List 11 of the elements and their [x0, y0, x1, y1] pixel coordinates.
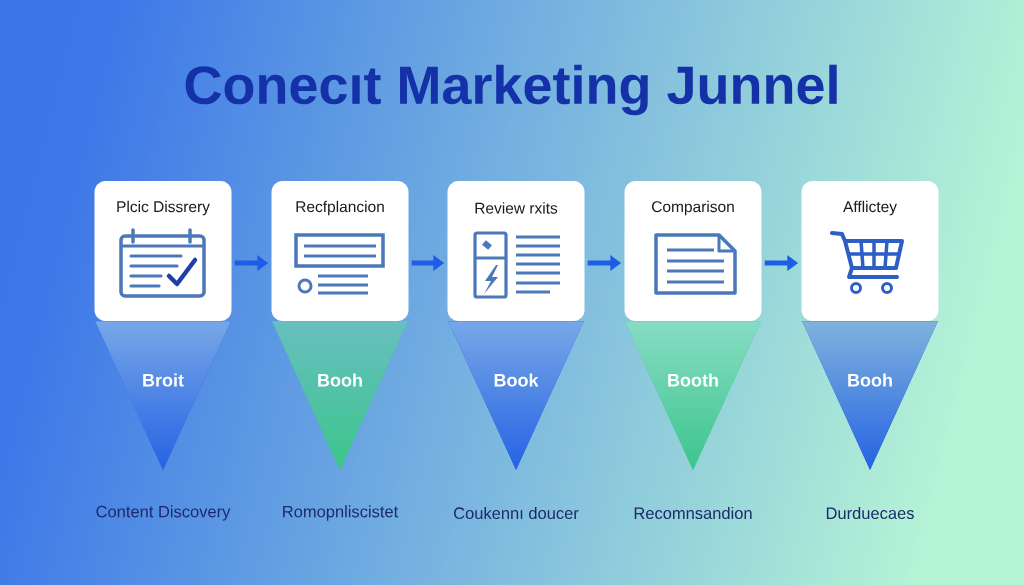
stage-label: Book — [494, 373, 539, 387]
caption-text: Romopnliscistet — [283, 505, 399, 521]
stage-label: Broit — [143, 373, 184, 387]
stage-label: Booh — [318, 373, 362, 387]
caption-text: Content Discovery — [96, 505, 231, 521]
caption-text: Durduecaes — [826, 506, 914, 520]
title: Conecıt Marketing Junnel — [185, 64, 837, 116]
stage-label: Booh — [848, 373, 892, 387]
stage-label: Booth — [668, 373, 718, 387]
caption-text: Recomnsandion — [634, 506, 752, 520]
caption-text: Coukennı doucer — [454, 506, 579, 520]
